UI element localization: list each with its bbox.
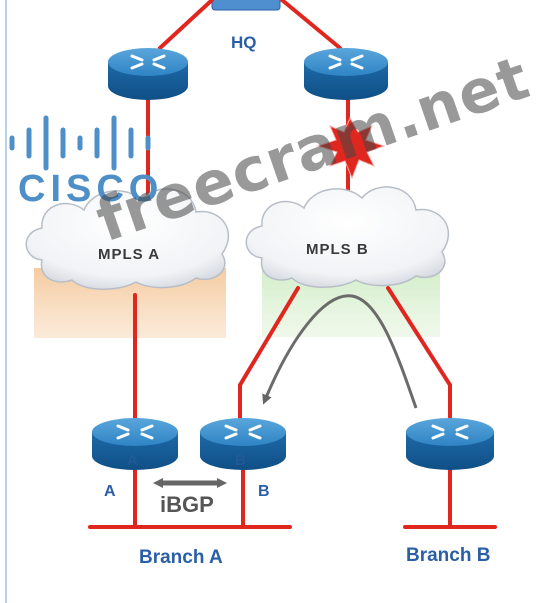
mpls-a-label: MPLS A <box>98 246 161 263</box>
link-hq-right <box>280 0 342 50</box>
cisco-logo-icon <box>9 115 151 171</box>
link-mpls-b-branchb <box>386 286 452 387</box>
router-a-marker: A <box>127 452 138 469</box>
ibgp-label: iBGP <box>160 492 214 517</box>
router-hq-1 <box>108 48 188 100</box>
branch-a-label: Branch A <box>139 547 223 568</box>
router-b-marker: B <box>235 452 246 469</box>
hq-label: HQ <box>231 33 257 52</box>
link-hq-left <box>158 0 214 50</box>
router-a <box>92 418 178 470</box>
mpls-b-label: MPLS B <box>306 241 369 258</box>
router-branch-b <box>406 418 494 470</box>
router-a-label: A <box>104 483 116 500</box>
failover-path-arrow-icon <box>262 294 418 409</box>
cloud-mpls-b <box>245 186 450 288</box>
router-hq-2 <box>304 48 388 100</box>
failure-burst-icon <box>316 116 386 180</box>
branch-b-label: Branch B <box>406 545 491 566</box>
router-b-label: B <box>258 483 270 500</box>
links <box>88 0 497 529</box>
router-b <box>200 418 286 470</box>
hq-switch <box>211 0 281 11</box>
cloud-mpls-a <box>25 188 230 290</box>
link-mpls-b-rb <box>238 286 300 387</box>
cisco-logo-text: CISCO <box>18 168 164 210</box>
